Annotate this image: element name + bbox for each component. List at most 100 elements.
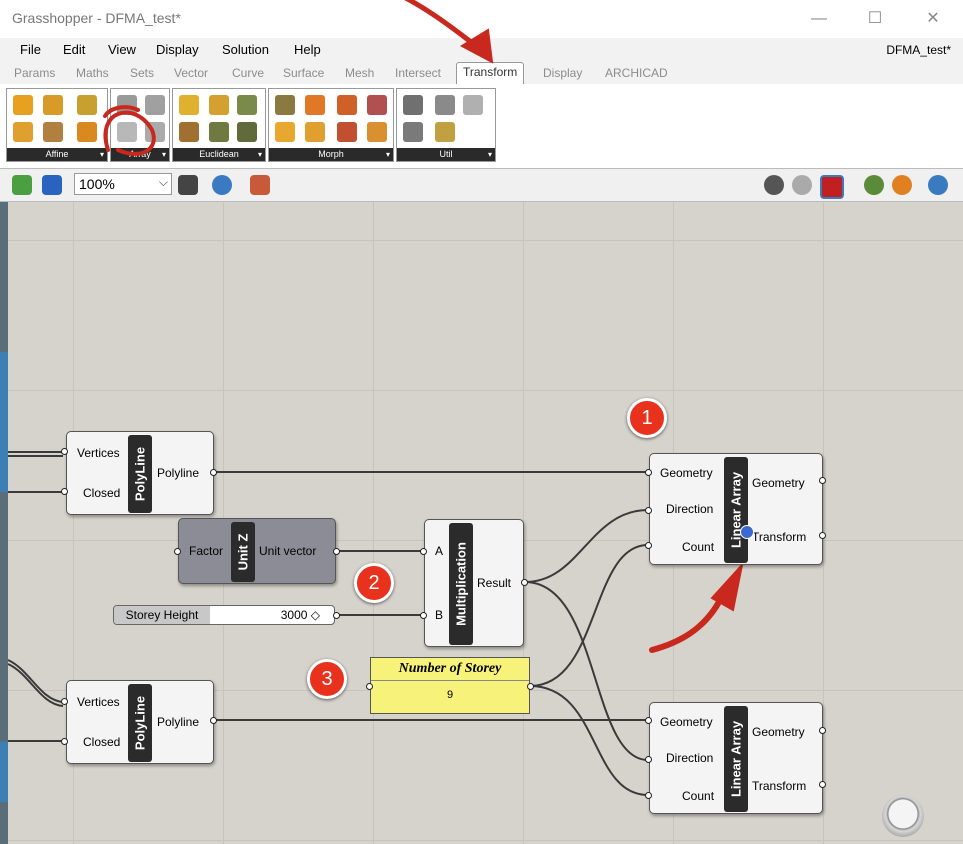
input-grip[interactable] bbox=[645, 542, 652, 549]
panel-expand-icon[interactable]: ▾ bbox=[99, 150, 104, 159]
output-grip[interactable] bbox=[333, 548, 340, 555]
input-grip[interactable] bbox=[645, 717, 652, 724]
tab-curve[interactable]: Curve bbox=[232, 66, 265, 80]
preview-selected-icon[interactable] bbox=[820, 175, 844, 199]
document-preview-icon[interactable] bbox=[928, 175, 948, 195]
output-grip[interactable] bbox=[210, 717, 217, 724]
open-file-icon[interactable] bbox=[12, 175, 32, 195]
tab-archicad[interactable]: ARCHICAD bbox=[605, 66, 668, 80]
input-grip[interactable] bbox=[61, 448, 68, 455]
multiplication-component[interactable]: A B Multiplication Result bbox=[424, 519, 524, 647]
input-grip[interactable] bbox=[61, 738, 68, 745]
output-grip[interactable] bbox=[210, 469, 217, 476]
linear-array-component-2[interactable]: Geometry Direction Count Linear Array Ge… bbox=[649, 702, 823, 814]
rectangular-array-icon[interactable] bbox=[145, 122, 165, 142]
panel-expand-icon[interactable]: ▾ bbox=[161, 150, 166, 159]
bend-icon[interactable] bbox=[275, 95, 295, 115]
zoom-extents-icon[interactable] bbox=[178, 175, 198, 195]
input-grip[interactable] bbox=[420, 548, 427, 555]
polyline-component-1[interactable]: Vertices Closed PolyLine Polyline bbox=[66, 431, 214, 515]
linear-array-component-1[interactable]: Geometry Direction Count Linear Array Ge… bbox=[649, 453, 823, 565]
triangle-map-icon[interactable] bbox=[77, 122, 97, 142]
tab-display[interactable]: Display bbox=[543, 66, 583, 80]
navigation-wheel-icon[interactable] bbox=[882, 795, 924, 837]
tab-intersect[interactable]: Intersect bbox=[395, 66, 442, 80]
rotate-icon[interactable] bbox=[13, 95, 33, 115]
output-grip[interactable] bbox=[819, 781, 826, 788]
panel-expand-icon[interactable]: ▾ bbox=[257, 150, 262, 159]
input-grip[interactable] bbox=[645, 792, 652, 799]
transform-icon[interactable] bbox=[435, 122, 455, 142]
tab-transform[interactable]: Transform bbox=[456, 62, 525, 86]
input-grip[interactable] bbox=[61, 488, 68, 495]
save-file-icon[interactable] bbox=[42, 175, 62, 195]
menu-file[interactable]: File bbox=[20, 42, 41, 57]
linear-array-icon[interactable] bbox=[117, 122, 137, 142]
preview-shaded-icon[interactable] bbox=[792, 175, 812, 195]
sketch-icon[interactable] bbox=[250, 175, 270, 195]
menu-solution[interactable]: Solution bbox=[222, 42, 269, 57]
unit-z-component[interactable]: Factor Unit Z Unit vector bbox=[178, 518, 336, 584]
output-grip[interactable] bbox=[521, 579, 528, 586]
number-of-storey-panel[interactable]: Number of Storey 9 bbox=[370, 657, 530, 714]
curve-array-icon[interactable] bbox=[117, 95, 137, 115]
input-grip[interactable] bbox=[645, 507, 652, 514]
move-to-plane-icon[interactable] bbox=[209, 122, 229, 142]
stretch-icon[interactable] bbox=[337, 95, 357, 115]
output-grip[interactable] bbox=[333, 612, 340, 619]
close-button[interactable]: ✕ bbox=[926, 10, 940, 27]
polar-array-icon[interactable] bbox=[145, 95, 165, 115]
panel-expand-icon[interactable]: ▾ bbox=[487, 150, 492, 159]
tab-surface[interactable]: Surface bbox=[283, 66, 325, 80]
input-grip[interactable] bbox=[61, 698, 68, 705]
transform-matrix-icon[interactable] bbox=[463, 95, 483, 115]
preview-mesh-icon[interactable] bbox=[864, 175, 884, 195]
panel-expand-icon[interactable]: ▾ bbox=[385, 150, 390, 159]
rotate-axis-icon[interactable] bbox=[237, 95, 257, 115]
compound-icon[interactable] bbox=[403, 95, 423, 115]
input-grip[interactable] bbox=[174, 548, 181, 555]
tab-vector[interactable]: Vector bbox=[174, 66, 209, 80]
rotate-direction-icon[interactable] bbox=[237, 122, 257, 142]
shear-icon[interactable] bbox=[77, 95, 97, 115]
info-icon[interactable] bbox=[740, 525, 754, 539]
taper-icon[interactable] bbox=[367, 95, 387, 115]
mirror-surface-icon[interactable] bbox=[367, 122, 387, 142]
tab-params[interactable]: Params bbox=[14, 66, 56, 80]
split-icon[interactable] bbox=[435, 95, 455, 115]
minimize-button[interactable]: — bbox=[811, 10, 827, 27]
polyline-component-2[interactable]: Vertices Closed PolyLine Polyline bbox=[66, 680, 214, 764]
mirror-icon[interactable] bbox=[179, 95, 199, 115]
zoom-select[interactable]: 100%⌵ bbox=[74, 173, 172, 195]
output-grip[interactable] bbox=[819, 477, 826, 484]
menu-edit[interactable]: Edit bbox=[63, 42, 86, 57]
project-icon[interactable] bbox=[13, 122, 33, 142]
surface-morph-icon[interactable] bbox=[275, 122, 295, 142]
input-grip[interactable] bbox=[366, 683, 373, 690]
maximize-button[interactable]: ☐ bbox=[867, 10, 883, 27]
inverse-icon[interactable] bbox=[403, 122, 423, 142]
storey-height-slider[interactable]: Storey Height 3000 ◇ bbox=[113, 605, 335, 625]
eye-icon[interactable] bbox=[212, 175, 232, 195]
output-grip[interactable] bbox=[527, 683, 534, 690]
box-morph-icon[interactable] bbox=[337, 122, 357, 142]
output-grip[interactable] bbox=[819, 727, 826, 734]
tab-sets[interactable]: Sets bbox=[130, 66, 155, 80]
menu-display[interactable]: Display bbox=[156, 42, 199, 57]
map-surface-icon[interactable] bbox=[305, 122, 325, 142]
input-grip[interactable] bbox=[420, 612, 427, 619]
menu-help[interactable]: Help bbox=[294, 42, 321, 57]
preview-material-icon[interactable] bbox=[892, 175, 912, 195]
output-grip[interactable] bbox=[819, 532, 826, 539]
move-icon[interactable] bbox=[179, 122, 199, 142]
input-grip[interactable] bbox=[645, 756, 652, 763]
tab-maths[interactable]: Maths bbox=[76, 66, 109, 80]
input-grip[interactable] bbox=[645, 469, 652, 476]
preview-wireframe-icon[interactable] bbox=[764, 175, 784, 195]
twist-icon[interactable] bbox=[305, 95, 325, 115]
box-map-icon[interactable] bbox=[43, 122, 63, 142]
tab-mesh[interactable]: Mesh bbox=[345, 66, 375, 80]
orient-icon[interactable] bbox=[209, 95, 229, 115]
menu-view[interactable]: View bbox=[108, 42, 136, 57]
scale-icon[interactable] bbox=[43, 95, 63, 115]
